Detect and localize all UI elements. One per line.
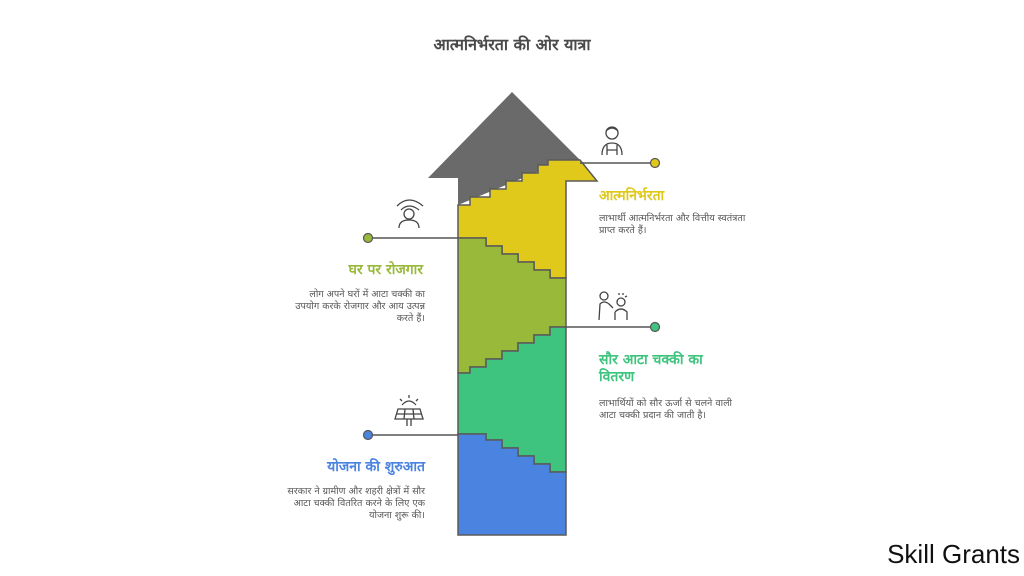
step-4-description: लाभार्थी आत्मनिर्भरता और वित्तीय स्वतंत्… xyxy=(599,213,746,236)
worker-person-icon xyxy=(601,126,623,156)
step-2-description: लाभार्थियों को सौर ऊर्जा से चलने वाली आट… xyxy=(599,398,732,421)
solar-panel-icon xyxy=(394,395,424,426)
step-1-segment xyxy=(457,433,567,536)
step-1-description: सरकार ने ग्रामीण और शहरी क्षेत्रों में स… xyxy=(287,486,425,521)
worker-wifi-icon xyxy=(396,199,424,229)
step-4-title: आत्मनिर्भरता xyxy=(599,188,665,204)
brand-watermark: Skill Grants xyxy=(887,539,1020,569)
arrow-head xyxy=(428,92,580,205)
connector-step-3 xyxy=(362,232,458,244)
connector-step-4 xyxy=(580,157,661,169)
connector-step-1 xyxy=(362,429,458,441)
step-1-title: योजना की शुरुआत xyxy=(327,459,425,475)
people-distribution-icon xyxy=(598,291,628,321)
step-2-title: सौर आटा चक्की का वितरण xyxy=(599,352,703,385)
connector-step-2 xyxy=(566,321,661,333)
diagram-title: आत्मनिर्भरता की ओर यात्रा xyxy=(433,35,591,54)
step-3-description: लोग अपने घरों में आटा चक्की का उपयोग करक… xyxy=(295,289,425,324)
step-3-title: घर पर रोजगार xyxy=(348,262,423,278)
